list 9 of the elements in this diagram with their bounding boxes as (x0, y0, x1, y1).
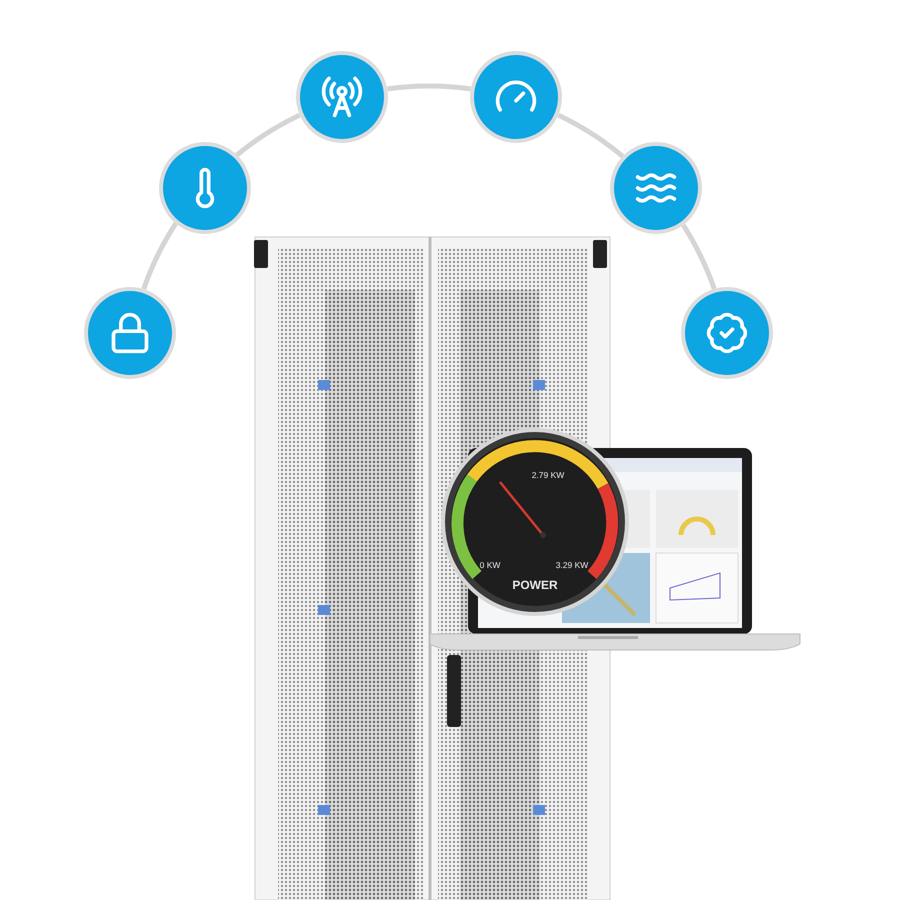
arc-connector (235, 112, 301, 157)
gauge-label: 2.79 KW (532, 470, 564, 480)
arc-connector (141, 222, 178, 290)
arc-connector (557, 112, 624, 158)
arc-connector (681, 224, 717, 290)
gauge-label: POWER (512, 578, 558, 592)
gauge-label: 0 KW (480, 560, 500, 570)
gauge-label: 3.29 KW (556, 560, 588, 570)
arc-connector (387, 84, 471, 92)
